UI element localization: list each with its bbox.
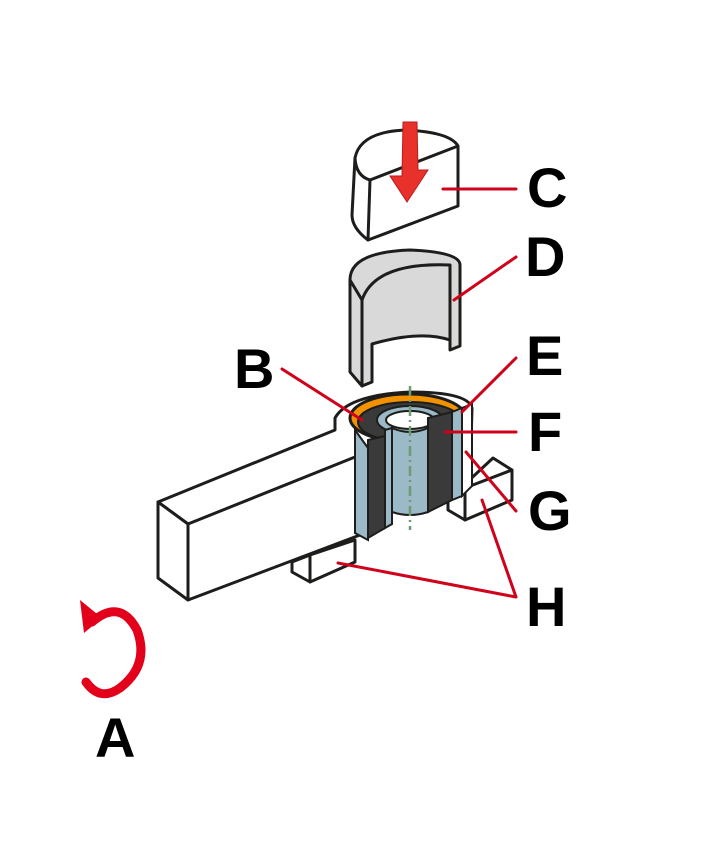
bore-cutaway: [348, 386, 473, 542]
leader-line-e: [460, 356, 518, 414]
leader-line-d: [452, 255, 518, 302]
leader-line-h2: [480, 498, 518, 599]
sleeve-part: [348, 248, 462, 388]
leader-line-g: [464, 450, 518, 513]
label-e: E: [526, 324, 563, 387]
label-d: D: [525, 225, 565, 288]
tube-wall-left-inner: [384, 426, 393, 530]
housing-wall-right: [461, 402, 473, 499]
down-arrow-icon: [389, 121, 429, 203]
tube-wall-left-outer: [354, 426, 369, 542]
leader-lines: [280, 187, 518, 599]
rotate-ccw-icon: [80, 600, 146, 699]
leader-line-b: [280, 367, 364, 422]
tube-wall-right-outer: [451, 406, 463, 502]
label-b: B: [234, 337, 274, 400]
label-h: H: [526, 575, 566, 638]
label-c: C: [527, 156, 567, 219]
leader-line-h1: [336, 561, 518, 599]
label-a: A: [95, 706, 135, 769]
label-g: G: [528, 479, 572, 542]
label-f: F: [528, 400, 562, 463]
liner-wall-left: [367, 434, 386, 540]
liner-wall-right: [427, 410, 453, 514]
